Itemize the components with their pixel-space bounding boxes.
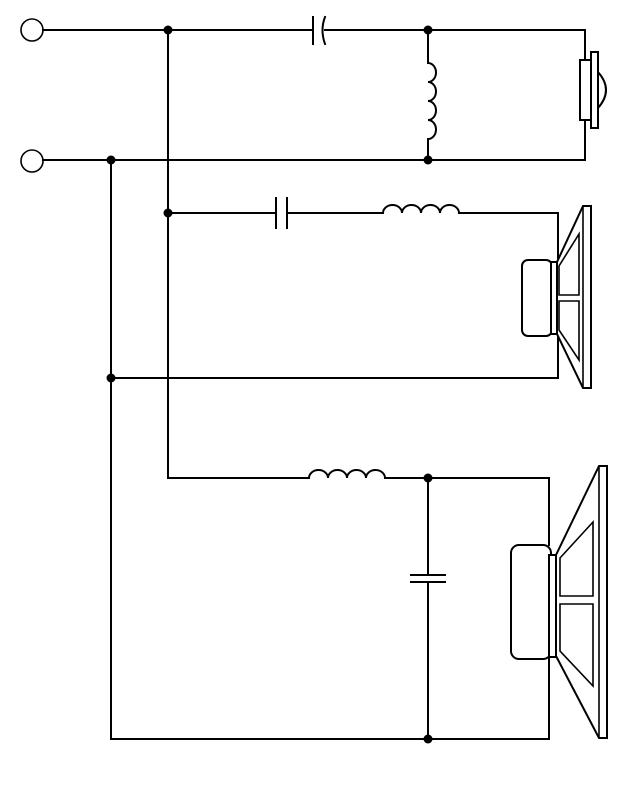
midrange-series-inductor (381, 204, 461, 215)
midrange-branch-wiring (110, 212, 559, 379)
input-terminal-positive[interactable] (20, 18, 44, 42)
negative-rail (42, 119, 586, 740)
woofer-speaker-icon (510, 465, 608, 739)
junction-dot (423, 473, 433, 483)
tweeter-series-capacitor (312, 15, 327, 46)
midrange-speaker-icon (521, 205, 592, 389)
junction-dots (106, 25, 433, 744)
woofer-shunt-capacitor (410, 477, 446, 740)
junction-dot (423, 155, 433, 165)
woofer-series-inductor (307, 469, 387, 480)
woofer-branch-wiring (110, 477, 550, 740)
junction-dot (423, 734, 433, 744)
positive-rail (42, 29, 586, 479)
junction-dot (423, 25, 433, 35)
junction-dot (163, 208, 173, 218)
tweeter-icon (579, 51, 607, 129)
junction-dot (106, 373, 116, 383)
input-terminal-negative[interactable] (20, 149, 44, 173)
tweeter-shunt-inductor (426, 29, 437, 161)
junction-dot (163, 25, 173, 35)
midrange-series-capacitor (275, 197, 288, 229)
junction-dot (106, 155, 116, 165)
